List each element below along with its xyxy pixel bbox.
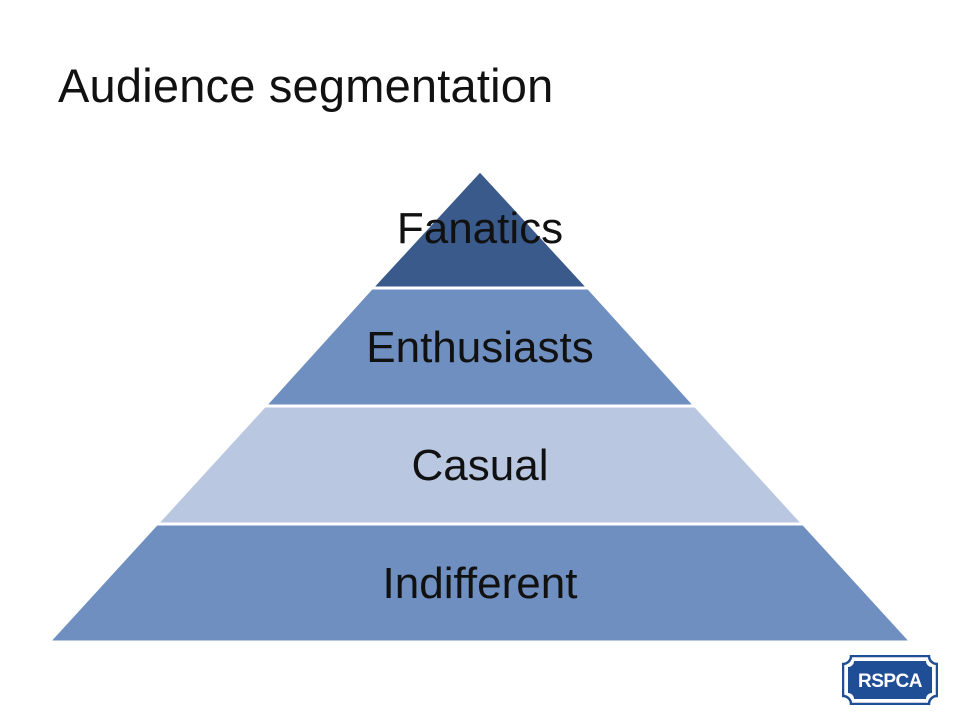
rspca-logo: RSPCA: [842, 655, 938, 705]
tier-casual-shape: [157, 406, 803, 524]
tier-enthusiasts-shape: [265, 288, 695, 406]
tier-fanatics-label: Fanatics: [397, 204, 563, 253]
slide-title: Audience segmentation: [58, 59, 554, 112]
tier-indifferent-shape: [49, 524, 911, 642]
tier-fanatics-shape: [372, 171, 588, 288]
tier-enthusiasts-label: Enthusiasts: [366, 323, 593, 372]
tier-indifferent-label: Indifferent: [383, 559, 578, 608]
tier-casual-label: Casual: [412, 441, 549, 490]
rspca-logo-inner: [848, 661, 932, 699]
rspca-logo-text: RSPCA: [858, 671, 923, 692]
